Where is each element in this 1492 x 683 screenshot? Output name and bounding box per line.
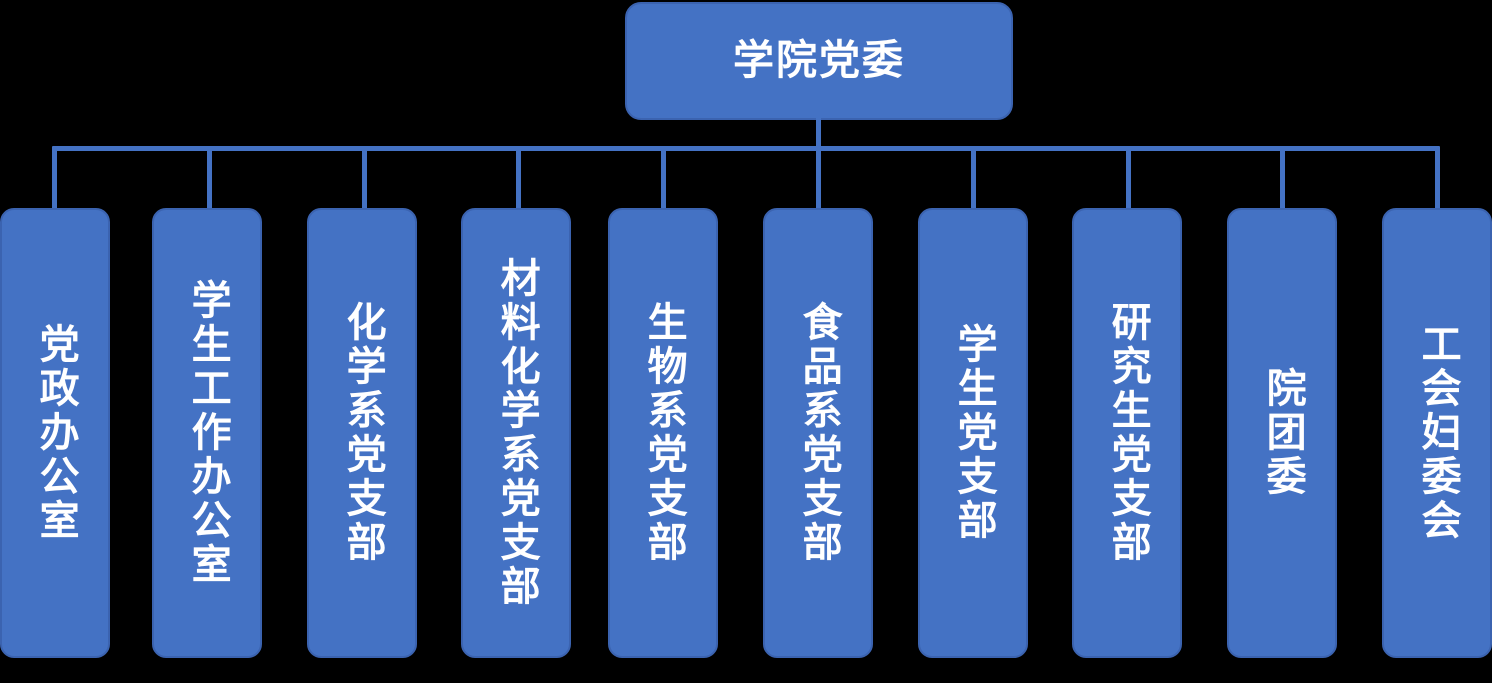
org-node-child-10[interactable]: 工会妇委会 — [1382, 208, 1492, 658]
connector-drop-6 — [816, 148, 821, 210]
org-node-child-7[interactable]: 学生党支部 — [918, 208, 1028, 658]
connector-horizontal-bus — [52, 146, 1440, 151]
org-node-child-8-label: 研究生党支部 — [1105, 301, 1150, 565]
org-node-child-5[interactable]: 生物系党支部 — [608, 208, 718, 658]
org-node-child-1[interactable]: 党政办公室 — [0, 208, 110, 658]
org-node-child-10-label: 工会妇委会 — [1415, 323, 1460, 543]
org-node-child-2[interactable]: 学生工作办公室 — [152, 208, 262, 658]
org-node-child-1-label: 党政办公室 — [33, 323, 78, 543]
org-node-root-label: 学院党委 — [733, 37, 905, 84]
org-node-child-4-label: 材料化学系党支部 — [494, 257, 539, 609]
org-node-child-5-label: 生物系党支部 — [641, 301, 686, 565]
org-node-child-3-label: 化学系党支部 — [340, 301, 385, 565]
connector-root-stem — [816, 116, 821, 150]
org-node-child-2-label: 学生工作办公室 — [185, 279, 230, 587]
org-node-child-8[interactable]: 研究生党支部 — [1072, 208, 1182, 658]
connector-drop-1 — [52, 148, 57, 210]
connector-drop-4 — [516, 148, 521, 210]
org-node-child-9-label: 院团委 — [1260, 367, 1305, 499]
connector-drop-5 — [661, 148, 666, 210]
org-node-child-6-label: 食品系党支部 — [796, 301, 841, 565]
org-node-child-9[interactable]: 院团委 — [1227, 208, 1337, 658]
connector-drop-8 — [1126, 148, 1131, 210]
org-node-child-7-label: 学生党支部 — [951, 323, 996, 543]
org-node-child-3[interactable]: 化学系党支部 — [307, 208, 417, 658]
org-node-child-4[interactable]: 材料化学系党支部 — [461, 208, 571, 658]
org-node-root[interactable]: 学院党委 — [625, 2, 1013, 120]
org-node-child-6[interactable]: 食品系党支部 — [763, 208, 873, 658]
connector-drop-3 — [362, 148, 367, 210]
connector-drop-9 — [1280, 148, 1285, 210]
connector-drop-7 — [971, 148, 976, 210]
connector-drop-2 — [207, 148, 212, 210]
connector-drop-10 — [1435, 148, 1440, 210]
